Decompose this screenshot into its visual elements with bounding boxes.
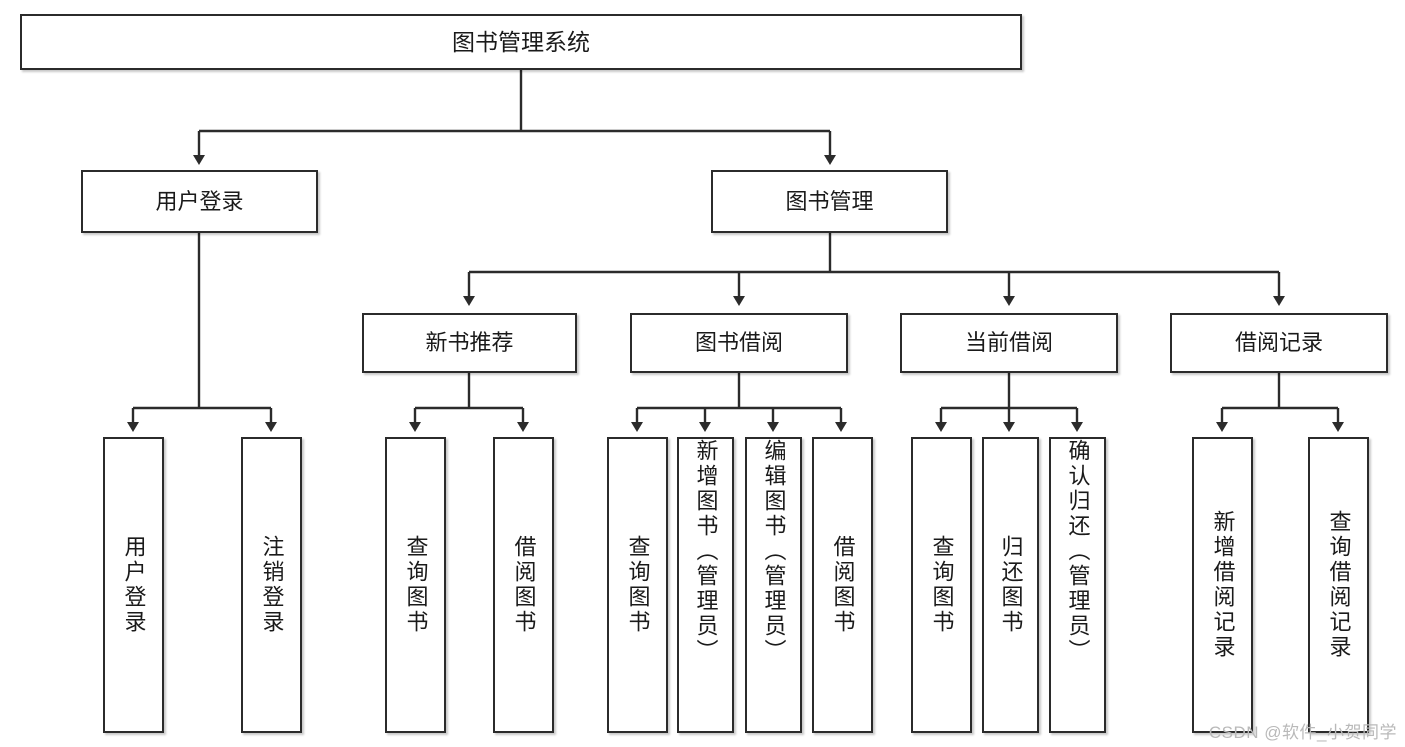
node-user-login[interactable]: 用户登录 [81,170,318,233]
leaf-book-borrow-query[interactable]: 查询图书 [607,437,668,733]
leaf-book-borrow-edit[interactable]: 编辑图书（管理员） [745,437,802,733]
node-label: 查询图书 [403,535,429,635]
node-new-book-recommend[interactable]: 新书推荐 [362,313,577,373]
node-label: 新增图书（管理员） [693,439,719,664]
node-label: 新书推荐 [425,330,514,356]
node-label: 用户登录 [121,535,147,635]
leaf-book-borrow-add[interactable]: 新增图书（管理员） [677,437,734,733]
node-label: 图书管理系统 [452,28,590,55]
leaf-book-borrow-borrow[interactable]: 借阅图书 [812,437,873,733]
node-label: 注销登录 [259,535,285,635]
node-label: 用户登录 [155,188,244,214]
csdn-watermark: CSDN @软件_小贺同学 [1208,723,1397,742]
leaf-new-book-query[interactable]: 查询图书 [385,437,446,733]
node-root-system[interactable]: 图书管理系统 [20,14,1022,70]
leaf-current-borrow-query[interactable]: 查询图书 [911,437,972,733]
node-label: 借阅记录 [1234,330,1323,356]
node-borrow-record[interactable]: 借阅记录 [1170,313,1388,373]
node-label: 图书借阅 [694,330,783,356]
node-label: 查询图书 [929,535,955,635]
node-book-borrow[interactable]: 图书借阅 [630,313,848,373]
node-label: 新增借阅记录 [1210,510,1236,660]
leaf-borrow-record-query[interactable]: 查询借阅记录 [1308,437,1369,733]
node-label: 查询借阅记录 [1326,510,1352,660]
leaf-user-login-login[interactable]: 用户登录 [103,437,164,733]
leaf-current-borrow-confirm-return[interactable]: 确认归还（管理员） [1049,437,1106,733]
node-label: 借阅图书 [830,535,856,635]
node-label: 归还图书 [998,535,1024,635]
node-label: 编辑图书（管理员） [761,439,787,664]
node-book-management[interactable]: 图书管理 [711,170,948,233]
node-label: 当前借阅 [964,330,1053,356]
node-label: 图书管理 [785,188,874,214]
leaf-user-login-logout[interactable]: 注销登录 [241,437,302,733]
node-current-borrow[interactable]: 当前借阅 [900,313,1118,373]
node-label: 借阅图书 [511,535,537,635]
leaf-borrow-record-add[interactable]: 新增借阅记录 [1192,437,1253,733]
node-label: 查询图书 [625,535,651,635]
leaf-new-book-borrow[interactable]: 借阅图书 [493,437,554,733]
node-label: 确认归还（管理员） [1065,439,1091,664]
leaf-current-borrow-return[interactable]: 归还图书 [982,437,1039,733]
